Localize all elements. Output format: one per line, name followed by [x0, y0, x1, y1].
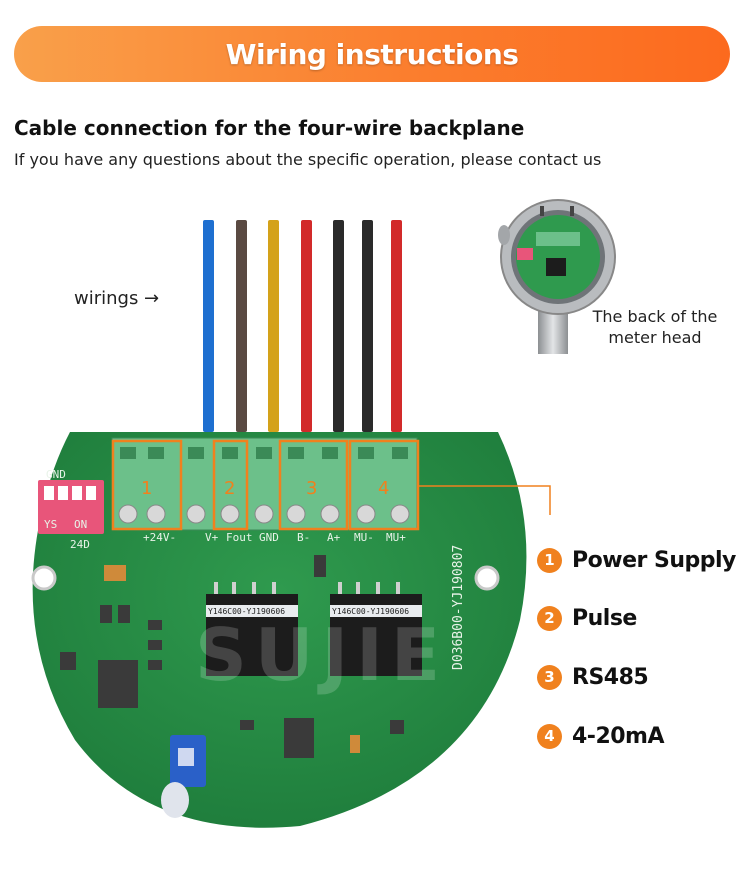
terminal-group-3-box	[278, 439, 349, 531]
transformer-left: Y146C00-YJ190606	[206, 582, 298, 676]
terminal-label-muminus: MU-	[354, 531, 374, 544]
dip-on-label: ON	[74, 518, 87, 531]
legend-connector-line	[418, 485, 551, 515]
legend-number-2: 2	[537, 605, 562, 631]
meter-caption-line2: meter head	[608, 328, 702, 347]
terminal-label-vplus: V+	[205, 531, 219, 544]
page-title: Cable connection for the four-wire backp…	[14, 116, 525, 140]
wire-2	[236, 220, 247, 432]
legend-item-rs485: 3 RS485	[537, 661, 649, 693]
wire-6	[362, 220, 373, 432]
dip-ys-label: YS	[44, 518, 57, 531]
terminal-group-2-number: 2	[224, 478, 235, 499]
legend-label-1: Power Supply	[572, 547, 736, 573]
terminal-label-muplus: MU+	[386, 531, 406, 544]
wire-4	[301, 220, 312, 432]
legend-number-1: 1	[537, 547, 562, 573]
dip-gnd-label: GND	[46, 468, 66, 481]
wirings-label: wirings →	[74, 288, 160, 309]
terminal-label-power: +24V-	[143, 531, 176, 544]
terminal-slots	[120, 447, 408, 459]
banner-title: Wiring instructions	[225, 37, 519, 71]
terminal-label-aplus: A+	[327, 531, 341, 544]
wire-bundle	[203, 220, 402, 432]
terminal-group-3-number: 3	[306, 478, 317, 499]
wire-3	[268, 220, 279, 432]
terminal-group-1-number: 1	[141, 478, 152, 499]
page-subtitle: If you have any questions about the spec…	[14, 150, 602, 169]
dip-switch: GND YS ON 24D	[38, 468, 104, 551]
terminal-group-4-box	[348, 439, 420, 531]
wire-7	[391, 220, 402, 432]
watermark: SUJIE	[195, 613, 448, 697]
terminal-label-gnd: GND	[259, 531, 279, 544]
legend-label-2: Pulse	[572, 605, 637, 631]
legend-number-3: 3	[537, 664, 562, 690]
meter-caption: The back of the meter head	[580, 306, 730, 348]
terminal-labels: +24V- V+ Fout GND B- A+ MU- MU+	[143, 531, 406, 544]
legend-item-pulse: 2 Pulse	[537, 602, 637, 634]
wire-5	[333, 220, 344, 432]
legend-number-4: 4	[537, 723, 562, 749]
terminal-group-2-box	[212, 439, 249, 531]
terminal-screws	[118, 504, 410, 524]
meter-caption-line1: The back of the	[592, 307, 718, 326]
legend-label-4: 4-20mA	[572, 723, 665, 749]
board-code: D036B00-YJ190807	[451, 545, 466, 670]
smd-components	[60, 555, 404, 758]
terminal-label-fout: Fout	[226, 531, 253, 544]
wire-1	[203, 220, 214, 432]
terminal-group-4-number: 4	[378, 478, 389, 499]
terminal-group-1-box	[111, 439, 183, 531]
v24-label: 24D	[70, 538, 90, 551]
legend-item-power-supply: 1 Power Supply	[537, 544, 736, 576]
pcb-board: 1 2 3 4 +24V- V+ Fout GND B- A+ MU- MU+ …	[31, 432, 527, 828]
meter-head-photo	[498, 199, 616, 354]
potentiometer	[161, 735, 206, 818]
terminal-group-boxes	[111, 439, 420, 531]
legend-label-3: RS485	[572, 664, 649, 690]
transformer-right: Y146C00-YJ190606	[330, 582, 422, 676]
terminal-label-bminus: B-	[297, 531, 310, 544]
legend-item-4-20ma: 4 4-20mA	[537, 720, 665, 752]
title-banner: Wiring instructions	[14, 26, 730, 82]
chip-code-right: Y146C00-YJ190606	[332, 607, 409, 616]
chip-code-left: Y146C00-YJ190606	[208, 607, 285, 616]
